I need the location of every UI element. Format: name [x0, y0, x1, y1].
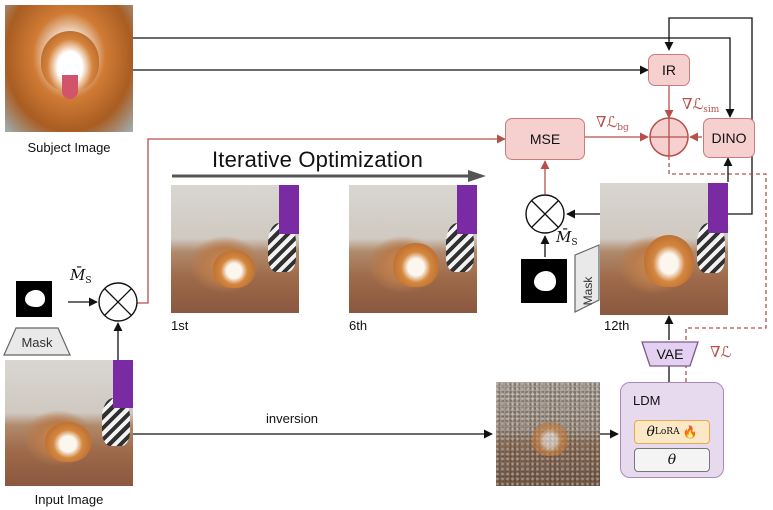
- vae-module: VAE: [656, 346, 684, 362]
- mask-label-right: Mask: [581, 276, 595, 306]
- theta-base-box: θ: [634, 448, 710, 472]
- iteration-1st-label: 1st: [171, 318, 189, 333]
- sim-loss-label: ∇ℒsim: [682, 95, 720, 115]
- total-loss-label: ∇ℒ: [710, 343, 732, 361]
- mask-image: [16, 281, 52, 317]
- ir-module: IR: [648, 54, 690, 86]
- iterative-optimization-title: Iterative Optimization: [212, 147, 424, 172]
- subject-image: [5, 5, 133, 132]
- iteration-1st-image: [171, 185, 299, 313]
- inverted-noise-image: [496, 382, 600, 486]
- masked-symbol-left: M̄S: [70, 266, 92, 286]
- input-image-label: Input Image: [34, 492, 104, 507]
- iteration-12th-image: [600, 183, 728, 315]
- mask-label: Mask: [21, 334, 53, 350]
- flame-icon: 🔥: [682, 425, 698, 439]
- input-image: [5, 360, 133, 486]
- inversion-label: inversion: [266, 411, 319, 426]
- dino-module: DINO: [703, 118, 755, 158]
- ldm-title: LDM: [633, 393, 661, 408]
- mse-module: MSE: [505, 118, 585, 160]
- iteration-6th-label: 6th: [349, 318, 368, 333]
- masked-symbol-right: M̄S: [556, 228, 578, 248]
- subject-image-label: Subject Image: [27, 140, 111, 155]
- iteration-6th-image: [349, 185, 477, 313]
- mask-image-right: [521, 259, 567, 303]
- iteration-12th-label: 12th: [604, 318, 630, 333]
- bg-loss-label: ∇ℒbg: [596, 113, 629, 133]
